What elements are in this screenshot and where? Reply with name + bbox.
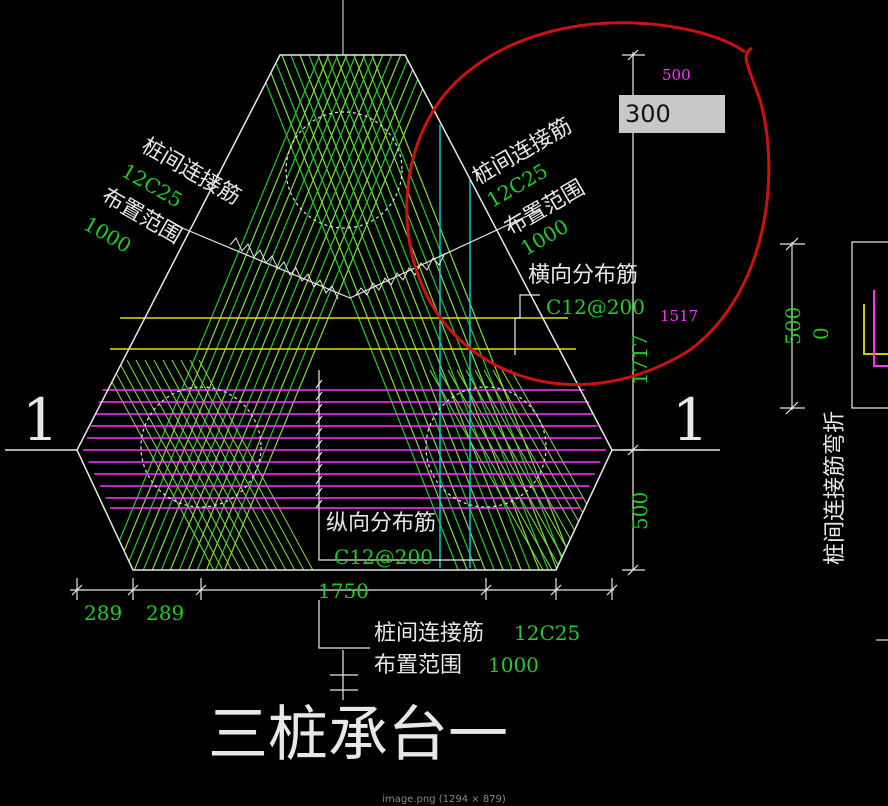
dim-289-right: 289 <box>146 601 184 625</box>
rebar-hatch-left <box>198 359 330 570</box>
longitudinal-rebar-marker <box>315 370 480 561</box>
pile-right <box>425 386 547 508</box>
dim-0-side: 0 <box>809 327 833 340</box>
dim-1717: 1717 <box>628 334 652 385</box>
rebar-band-a <box>316 55 543 570</box>
bottom-label-leader <box>318 600 370 700</box>
rebar-band-b <box>148 55 385 570</box>
rebar-band-b <box>139 55 376 570</box>
rebar-band-a <box>307 55 534 570</box>
vert-dist-spec: C12@200 <box>334 545 433 569</box>
rebar-band-b <box>157 55 394 570</box>
rebar-band-b <box>166 55 403 570</box>
horiz-dist-spec: C12@200 <box>546 295 645 319</box>
rebar-band-b <box>94 55 331 570</box>
rebar-hatch-left <box>189 359 321 570</box>
rebar-band-b <box>211 55 448 570</box>
rebar-band-a <box>280 55 507 570</box>
rebar-band-b <box>103 55 340 570</box>
rebar-band-a <box>244 55 471 570</box>
rebar-hatch-left <box>135 359 267 570</box>
rebar-band-a <box>289 55 516 570</box>
rebar-hatch-left <box>162 359 294 570</box>
rebar-hatch-right <box>429 369 561 570</box>
longitudinal-distribution-rebar <box>83 389 606 509</box>
horizontal-distribution-rebar <box>110 317 576 350</box>
cyan-guides <box>439 125 471 568</box>
horizontal-dimension <box>70 578 618 600</box>
rebar-hatch-left <box>126 359 258 570</box>
rebar-band-a <box>262 55 489 570</box>
rebar-hatch-left <box>144 359 276 570</box>
bottom-conn-label: 桩间连接筋 <box>374 621 484 646</box>
rebar-band-a <box>361 55 588 570</box>
red-annotation-circle <box>405 21 771 387</box>
rebar-band-a <box>253 55 480 570</box>
rebar-hatch-left <box>180 359 312 570</box>
section-mark-right: 1 <box>672 386 709 454</box>
pile-connection-rebar-bands <box>94 55 612 570</box>
dim-500-side: 500 <box>781 307 805 345</box>
bottom-range-label: 布置范围 <box>374 653 462 678</box>
rebar-hatch-left <box>171 359 303 570</box>
rebar-hatch-left <box>153 359 285 570</box>
vert-dist-label: 纵向分布筋 <box>326 511 436 536</box>
bottom-conn-spec: 12C25 <box>514 621 580 645</box>
magenta-1517: 1517 <box>660 307 698 325</box>
rebar-band-b <box>193 55 430 570</box>
range-leaders <box>174 209 541 300</box>
rebar-band-a <box>298 55 525 570</box>
dimension-edit-field[interactable]: 300 <box>619 95 725 133</box>
side-bend-label: 桩间连接筋弯折 <box>823 411 848 565</box>
dim-500-bottom: 500 <box>628 492 652 530</box>
rebar-band-b <box>112 55 349 570</box>
rebar-hatch-left <box>117 359 249 570</box>
rebar-hatch-right <box>510 369 612 570</box>
side-detail-rebar-2 <box>873 290 888 367</box>
rebar-band-b <box>202 55 439 570</box>
section-mark-left: 1 <box>22 386 59 454</box>
rebar-band-a <box>334 55 561 570</box>
side-detail <box>780 237 888 641</box>
dim-1750: 1750 <box>318 579 369 603</box>
vertical-dimension <box>622 49 645 576</box>
rebar-band-a <box>271 55 498 570</box>
pile-left <box>140 386 262 508</box>
horiz-dist-label: 横向分布筋 <box>528 263 638 288</box>
rebar-band-b <box>130 55 367 570</box>
rebar-band-b <box>121 55 358 570</box>
rebar-band-a <box>352 55 579 570</box>
rebar-hatch-left <box>99 359 231 570</box>
dim-289-left: 289 <box>84 601 122 625</box>
side-detail-rebar <box>863 304 888 355</box>
rebar-hatch-right <box>438 369 570 570</box>
magenta-500: 500 <box>662 66 691 84</box>
rebar-hatch-left <box>108 359 240 570</box>
image-footer: image.png (1294 × 879) <box>382 794 506 805</box>
bottom-range-value: 1000 <box>488 653 539 677</box>
pile-top <box>285 111 403 229</box>
drawing-title: 三桩承台一 <box>208 700 508 770</box>
horiz-dist-leader <box>514 294 540 355</box>
